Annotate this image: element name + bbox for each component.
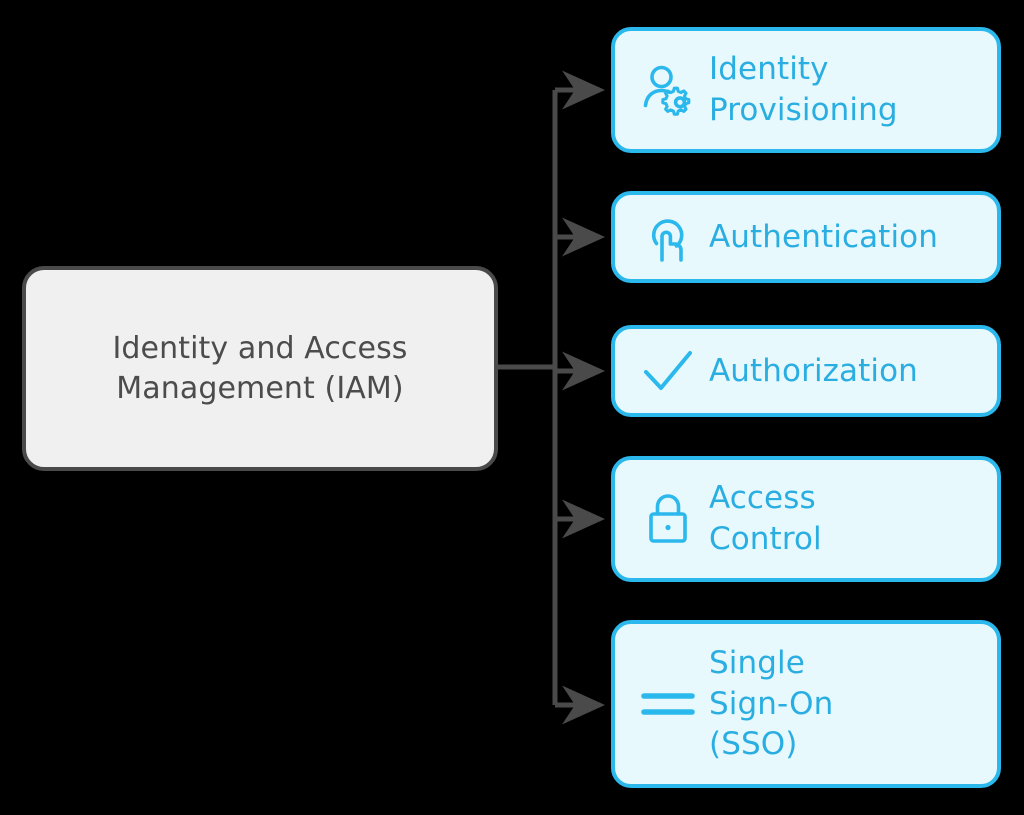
node-label: Authorization — [709, 352, 918, 389]
user-gear-icon — [637, 62, 699, 118]
padlock-icon — [637, 491, 699, 547]
node-label: Authentication — [709, 218, 938, 255]
root-node-label: Identity and Access Management (IAM) — [112, 330, 408, 406]
node-label: Identity Provisioning — [709, 51, 898, 128]
equals-lines-icon — [637, 687, 699, 721]
node-authorization[interactable]: Authorization — [611, 325, 1001, 417]
fingerprint-touch-icon — [637, 211, 699, 263]
root-node-iam[interactable]: Identity and Access Management (IAM) — [22, 266, 498, 471]
node-single-sign-on[interactable]: Single Sign-On (SSO) — [611, 620, 1001, 788]
checkmark-icon — [637, 347, 699, 395]
node-authentication[interactable]: Authentication — [611, 191, 1001, 283]
node-access-control[interactable]: Access Control — [611, 456, 1001, 582]
node-label: Single Sign-On (SSO) — [709, 644, 834, 763]
node-identity-provisioning[interactable]: Identity Provisioning — [611, 27, 1001, 153]
node-label: Access Control — [709, 480, 822, 557]
